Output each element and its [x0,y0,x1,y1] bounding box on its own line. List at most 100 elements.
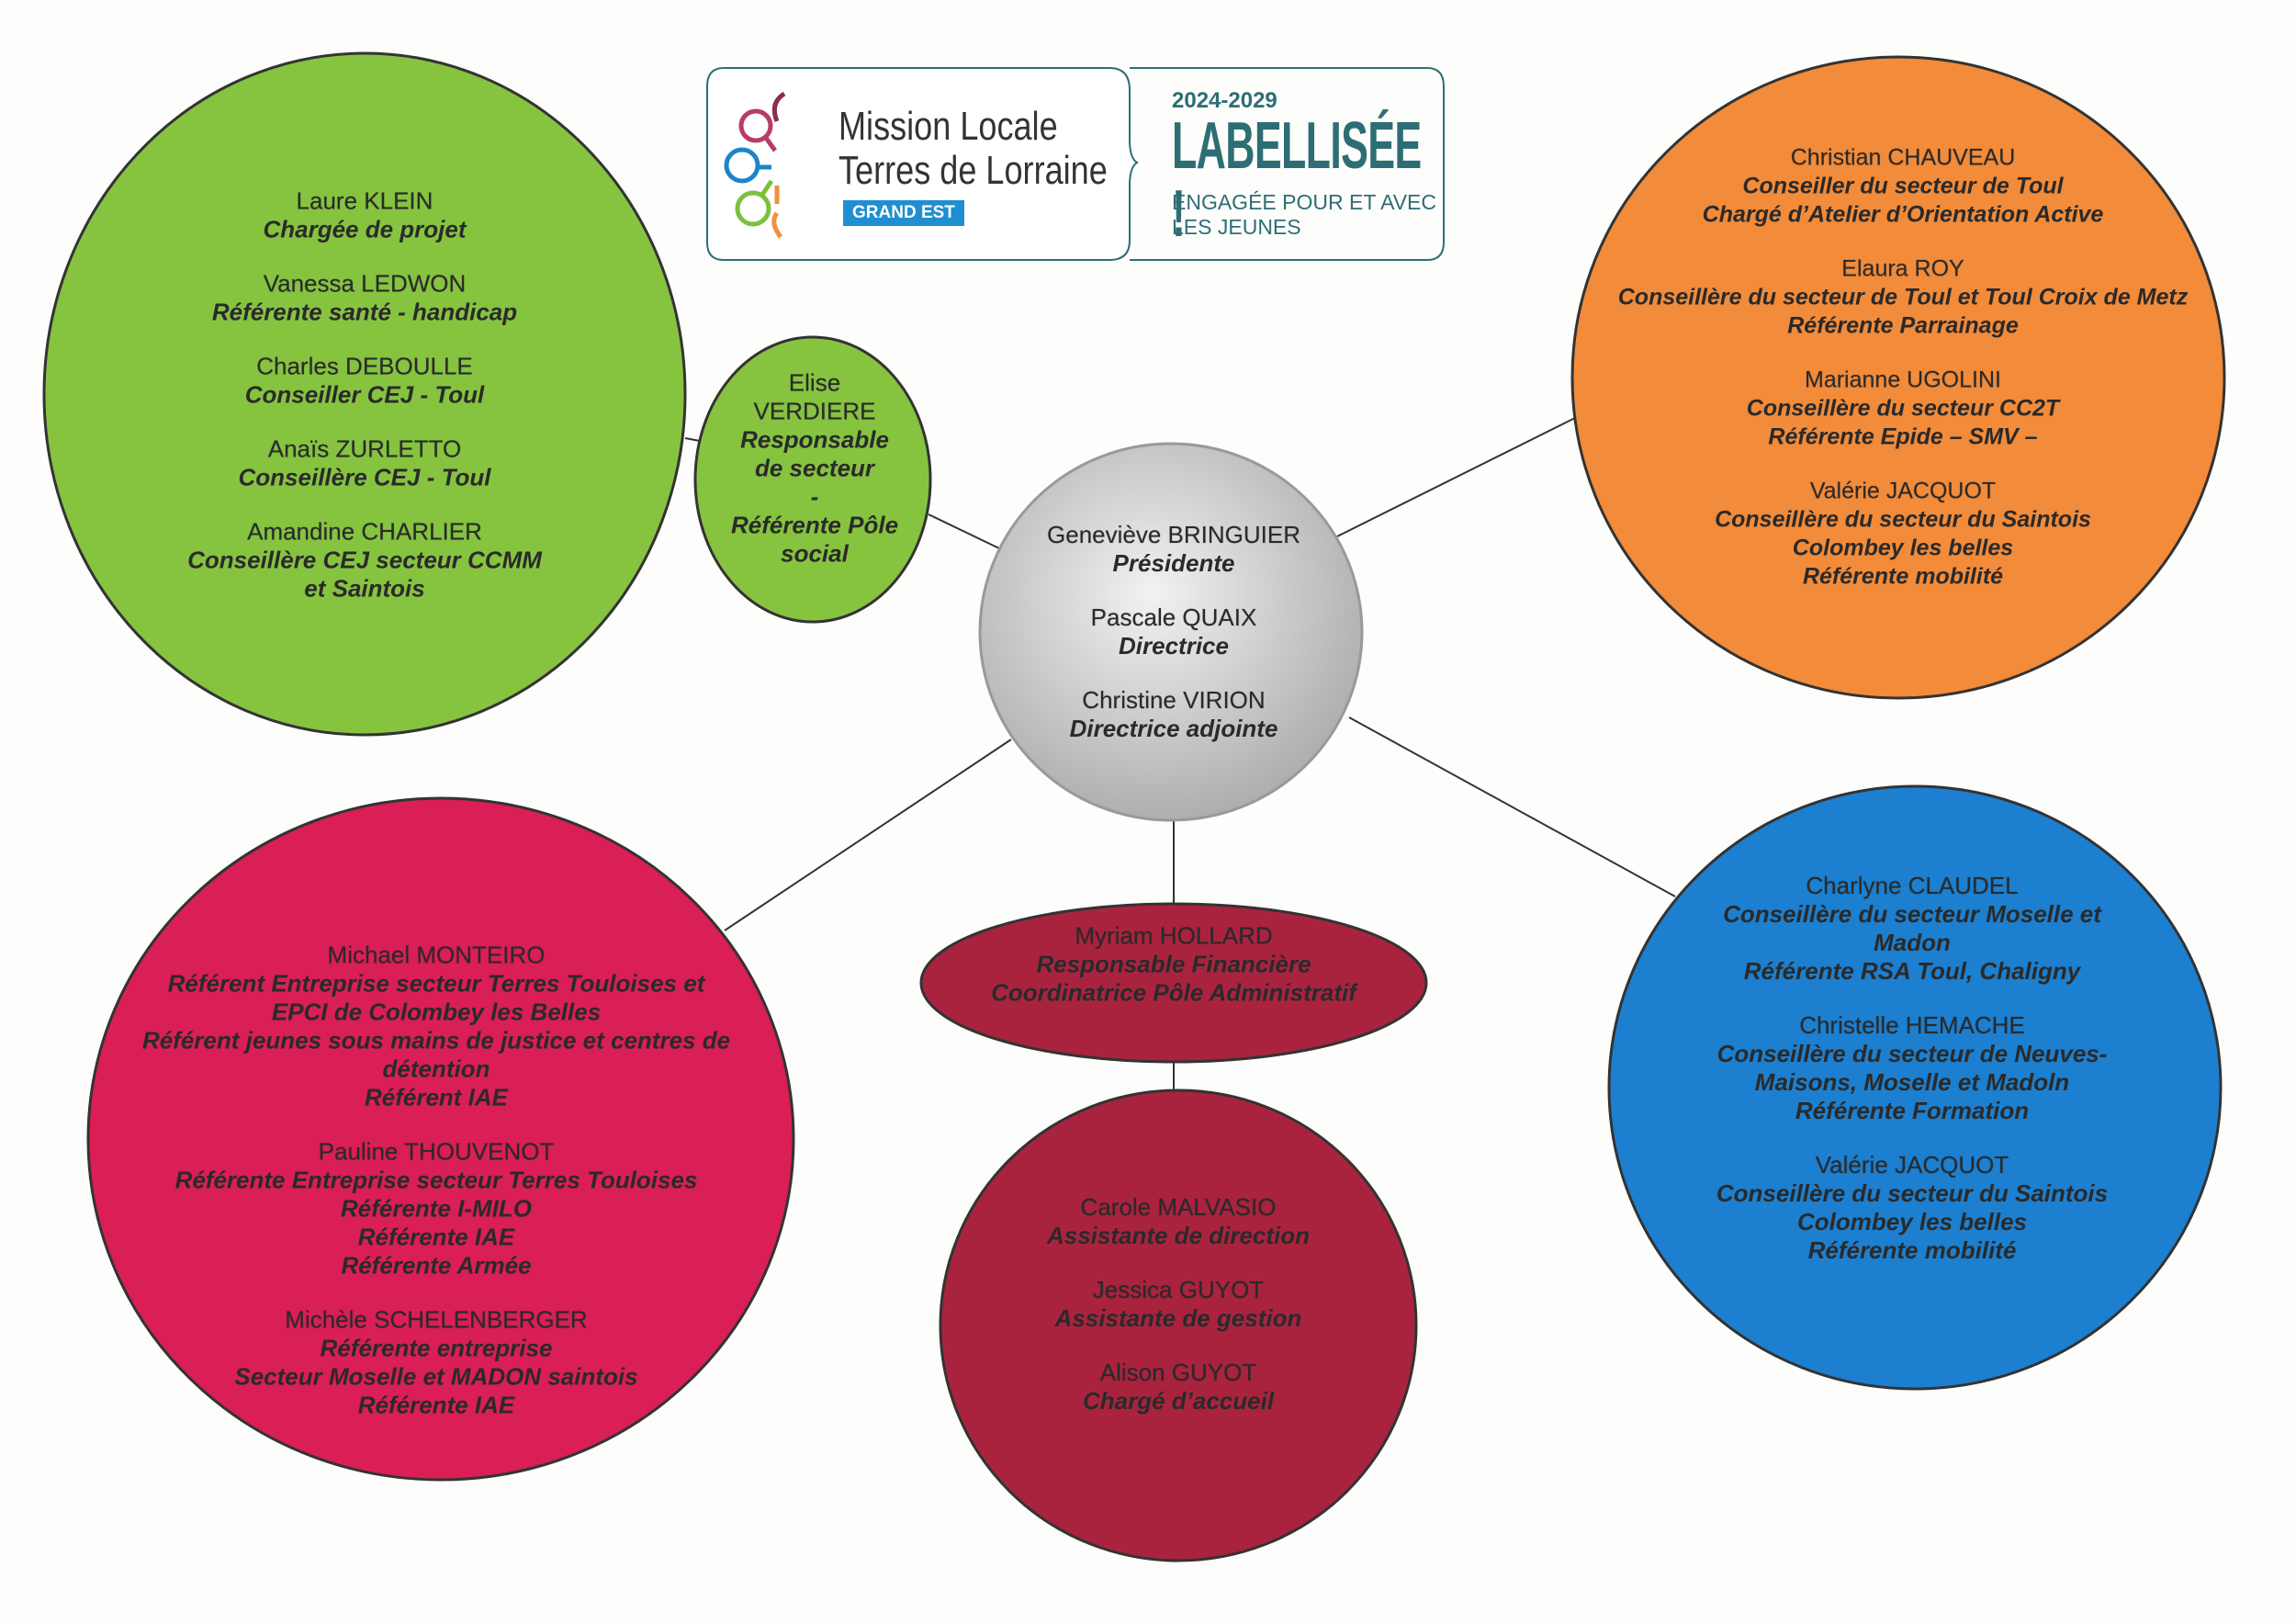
staff-name: Geneviève BRINGUIER [1047,521,1300,548]
staff-role: Référente entreprise [320,1334,553,1362]
staff-role: Assistante de direction [1046,1222,1311,1249]
bubble-social-lead [693,335,932,624]
staff-role: Référente RSA Toul, Chaligny [1743,957,2081,985]
staff-role: Assistante de gestion [1054,1304,1302,1332]
bubble-admin-lead [919,902,1428,1064]
connector-center-social-lead [928,513,1000,549]
staff-role: EPCI de Colombey les Belles [271,998,602,1026]
staff-name: Alison GUYOT [1099,1359,1257,1386]
mission-locale-logo: Mission Locale Terres de Lorraine GRAND … [705,66,1446,262]
staff-role: Conseillère CEJ - Toul [238,463,491,491]
staff-role: Référente Entreprise secteur Terres Toul… [174,1166,698,1194]
staff-role: Madon [1874,929,1951,956]
staff-role: Conseiller du secteur de Toul [1742,173,2064,199]
staff-role: Maisons, Moselle et Madoln [1754,1068,2070,1096]
staff-role: Coordinatrice Pôle Administratif [991,978,1356,1007]
bubble-orange [1570,55,2226,700]
staff-role: Conseillère du secteur du Saintois [1715,506,2091,533]
staff-role: Référente IAE [357,1223,515,1251]
staff-role: Directrice adjointe [1069,715,1278,742]
staff-role: Référente Pôle [730,511,899,539]
bubble-blue [1607,784,2223,1391]
staff-role: Conseillère du secteur de Neuves- [1716,1040,2108,1067]
staff-name: Carole MALVASIO [1080,1193,1277,1221]
connector-center-blue [1348,716,1676,897]
staff-name: Anaïs ZURLETTO [267,434,462,463]
staff-role: Référent Entreprise secteur Terres Toulo… [167,969,705,998]
staff-role: - [810,482,819,511]
staff-role: Référent jeunes sous mains de justice et… [141,1026,731,1054]
staff-role: Colombey les belles [1797,1208,2027,1235]
staff-name: Michael MONTEIRO [327,941,546,969]
label-sub-line1: ENGAGÉE POUR ET AVEC [1172,190,1437,214]
staff-role: Conseillère du secteur du Saintois [1716,1179,2109,1207]
staff-role: Conseillère du secteur CC2T [1746,395,2060,422]
staff-name: Vanessa LEDWON [263,269,467,298]
label-sub: ENGAGÉE POUR ET AVEC LES JEUNES [1172,190,1436,240]
connector-center-orange [1336,416,1578,537]
label-sub-line2: LES JEUNES [1172,215,1301,239]
staff-name: Amandine CHARLIER [247,517,482,546]
logo-title-line1: Mission Locale [838,104,1058,149]
staff-name: Michèle SCHELENBERGER [285,1305,588,1334]
staff-name: Christelle HEMACHE [1799,1011,2025,1039]
staff-name: Laure KLEIN [296,186,433,215]
staff-role: Conseiller CEJ - Toul [244,380,485,409]
staff-role: Responsable [740,425,889,454]
connector-center-entreprise [724,739,1012,931]
staff-name: Myriam HOLLARD [1075,921,1273,950]
staff-role: Référente Formation [1795,1097,2030,1124]
staff-name: Jessica GUYOT [1092,1276,1265,1303]
staff-role: Présidente [1112,549,1235,577]
staff-role: Directrice [1119,632,1229,660]
staff-role: Responsable Financière [1036,950,1311,978]
connector-social-lead [684,437,701,442]
staff-role: Référente Armée [341,1251,532,1280]
logo-frame [706,67,1445,261]
staff-role: Conseillère du secteur de Toul et Toul C… [1617,284,2189,310]
staff-name: Charles DEBOULLE [256,352,473,380]
staff-role: Référente I-MILO [340,1194,533,1223]
staff-name: Pauline THOUVENOT [318,1137,555,1166]
staff-role: Colombey les belles [1792,535,2014,561]
staff-role: Référente Epide – SMV – [1768,423,2038,450]
staff-role: Référente mobilité [1802,563,2004,590]
staff-role: social [781,539,849,568]
staff-name: Pascale QUAIX [1090,603,1257,631]
staff-role: Chargé d’accueil [1082,1387,1275,1415]
staff-name: Elise VERDIERE [753,368,876,425]
staff-role: Référente mobilité [1807,1236,2017,1264]
staff-role: de secteur [754,454,875,482]
bubble-entreprise [86,796,795,1482]
staff-role: Référent IAE [364,1083,509,1111]
label-years: 2024-2029 [1172,88,1277,113]
staff-role: détention [382,1054,490,1083]
staff-name: Valérie JACQUOT [1815,1151,2009,1179]
